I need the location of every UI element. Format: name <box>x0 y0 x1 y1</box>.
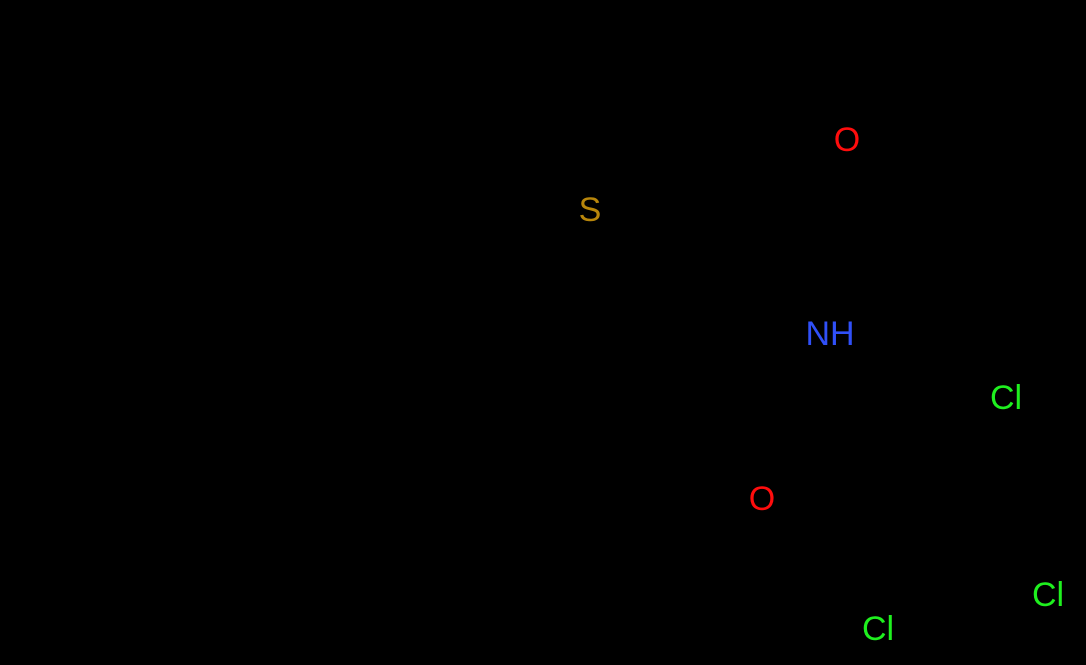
atom-chlorine-3: Cl <box>861 610 895 648</box>
atom-oxygen-amide: O <box>748 480 776 518</box>
atom-oxygen-ketone: O <box>833 121 861 159</box>
atom-chlorine-2: Cl <box>1031 576 1065 614</box>
atom-sulfur: S <box>578 191 602 229</box>
atom-nitrogen-amide: NH <box>805 315 855 353</box>
atom-chlorine-1: Cl <box>989 379 1023 417</box>
